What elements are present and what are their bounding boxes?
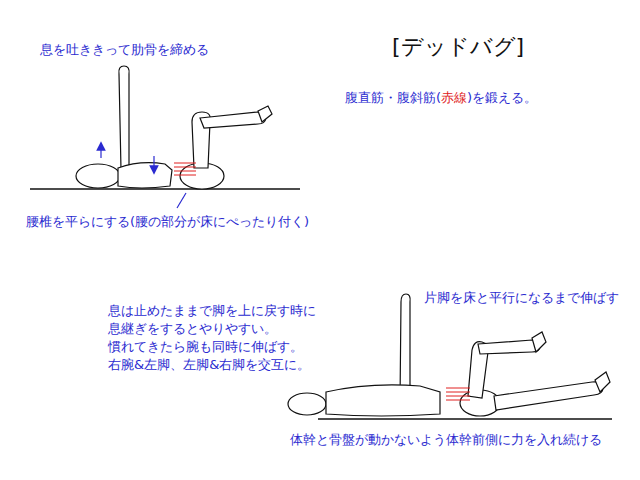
tip-text: 息継ぎをするとやりやすい。: [108, 321, 277, 337]
highlight-text: 赤線: [441, 90, 467, 106]
bottom-figure: [288, 294, 612, 419]
note-text: 片脚を床と平行になるまで伸ばす: [424, 290, 619, 306]
floor-line: [318, 418, 612, 420]
note-text: 体幹と骨盤が動かないよう体幹前側に力を入れ続ける: [290, 432, 602, 448]
tip-text: 右腕&左脚、左脚&右脚を交互に。: [108, 357, 310, 373]
note-text: 腰椎を平らにする(腰の部分が床にぺったり付く): [26, 214, 309, 230]
leader-line: [177, 193, 186, 208]
floor-line: [30, 188, 300, 190]
top-figure: [30, 66, 300, 208]
muscle-lines: [174, 163, 196, 175]
tip-text: 慣れてきたら腕も同時に伸ばす。: [108, 339, 303, 355]
down-arrow: [153, 156, 154, 170]
muscle-lines: [446, 388, 470, 400]
up-arrow: [100, 146, 101, 158]
goal-text: )を鍛える。: [467, 90, 537, 106]
goal-text: 腹直筋・腹斜筋(: [345, 90, 441, 106]
note-text: 息を吐ききって肋骨を締める: [40, 42, 209, 58]
title: [デッドバグ]: [392, 32, 524, 62]
tip-text: 息は止めたままで脚を上に戻す時に: [108, 303, 316, 319]
